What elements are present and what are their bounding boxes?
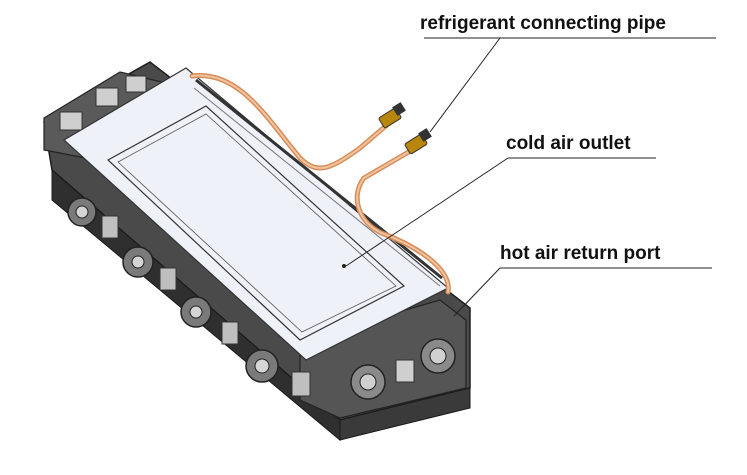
leader-pipe: [429, 37, 501, 133]
leader-lines: [345, 37, 716, 317]
leader-hot: [453, 267, 501, 317]
pipe-fitting-2: [404, 128, 432, 155]
leader-cold: [345, 157, 509, 267]
label-refrigerant-connecting-pipe: refrigerant connecting pipe: [420, 13, 666, 34]
front-fan-modules: [67, 197, 311, 397]
label-hot-air-return-port: hot air return port: [500, 243, 661, 264]
cold-air-outlet-frame: [106, 105, 406, 341]
pipe-fitting-1: [378, 102, 406, 129]
label-cold-air-outlet: cold air outlet: [506, 133, 631, 154]
refrigerant-pipes: [189, 73, 451, 295]
